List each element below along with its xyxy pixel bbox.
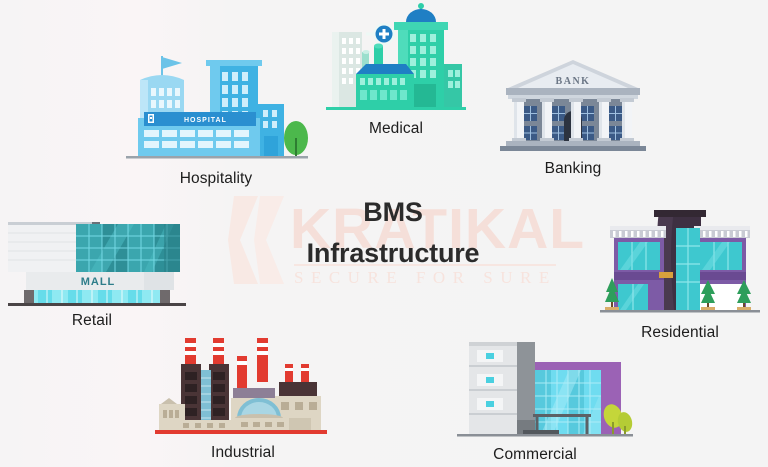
- node-hospitality-label: Hospitality: [179, 170, 253, 187]
- node-hospitality: HOSPITAL Hospitality: [118, 52, 314, 188]
- node-banking-label: Banking: [544, 160, 602, 177]
- node-industrial: Industrial: [155, 334, 331, 462]
- node-retail-label: Retail: [71, 312, 113, 329]
- node-banking: BANK: [492, 52, 654, 178]
- node-commercial: Commercial: [437, 336, 633, 464]
- hospital-buildings-icon: HOSPITAL: [118, 52, 314, 164]
- node-residential-label: Residential: [641, 324, 719, 341]
- medical-buildings-icon: [322, 2, 470, 114]
- page-title-line-1: BMS: [363, 197, 423, 227]
- node-commercial-label: Commercial: [493, 446, 577, 463]
- node-medical: Medical: [322, 2, 470, 138]
- page-title: BMS Infrastructure: [248, 192, 538, 274]
- node-residential: Residential: [596, 206, 764, 342]
- factory-icon: [155, 334, 331, 438]
- page-title-line-2: Infrastructure: [306, 238, 480, 268]
- svg-text:MALL: MALL: [81, 276, 116, 288]
- commercial-building-icon: [437, 336, 633, 440]
- svg-text:HOSPITAL: HOSPITAL: [184, 117, 227, 124]
- residential-house-icon: [596, 206, 764, 318]
- node-retail: MALL Retail: [0, 214, 190, 330]
- shopping-mall-icon: MALL: [0, 214, 190, 306]
- bank-building-icon: BANK: [492, 52, 654, 154]
- node-industrial-label: Industrial: [211, 444, 275, 461]
- svg-text:BANK: BANK: [556, 76, 591, 87]
- node-medical-label: Medical: [368, 120, 424, 137]
